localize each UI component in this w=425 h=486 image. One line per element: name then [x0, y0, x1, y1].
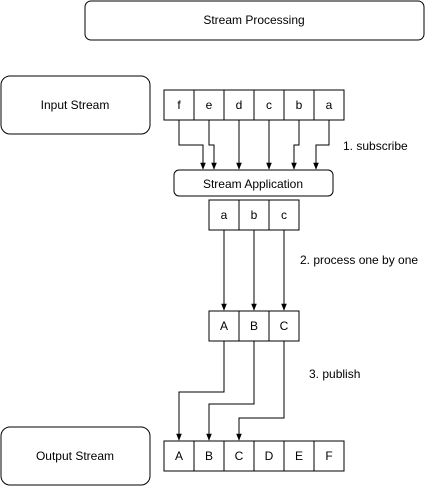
input-stream-node: Input Stream [0, 75, 151, 135]
output-stream-label: Output Stream [36, 449, 114, 463]
input-cell-box [253, 89, 285, 121]
buffer-cell-label: a [221, 208, 228, 222]
output-cell: C [223, 440, 255, 472]
input-cell: c [253, 89, 285, 121]
input-cell-label: a [326, 98, 333, 112]
buffer-cell: c [268, 199, 300, 231]
output-cell: B [193, 440, 225, 472]
stream-application-node: Stream Application [173, 169, 334, 197]
output-cell-label: D [265, 449, 274, 463]
input-cell: b [283, 89, 315, 121]
subscribe-arrow-e [208, 120, 217, 170]
input-cell: a [313, 89, 345, 121]
stream-application-label: Stream Application [203, 177, 303, 191]
output-cell-label: A [175, 449, 183, 463]
input-cell-label: e [206, 98, 213, 112]
output-stream-cells: A B C D E F [163, 440, 345, 472]
publish-arrow-b [206, 341, 255, 441]
step-process-label: 2. process one by one [300, 253, 418, 267]
buffer-cells: a b c [208, 199, 300, 231]
input-cell-label: c [266, 98, 272, 112]
output-cell-box [193, 440, 225, 472]
output-cell: D [253, 440, 285, 472]
input-stream-box [0, 75, 151, 135]
stream-application-box [173, 169, 334, 197]
output-cell-box [313, 440, 345, 472]
buffer-cell-box [208, 199, 240, 231]
buffer-cell: b [238, 199, 270, 231]
publish-arrows [176, 341, 285, 441]
input-stream-label: Input Stream [41, 98, 110, 112]
buffer-cell-label: c [281, 208, 287, 222]
output-cell: F [313, 440, 345, 472]
processed-cell: B [238, 310, 270, 342]
input-cell-box [313, 89, 345, 121]
step-publish-label: 3. publish [309, 367, 360, 381]
title-label: Stream Processing [203, 13, 304, 27]
publish-arrow-c [236, 341, 285, 441]
input-cell: d [223, 89, 255, 121]
output-cell-label: E [295, 449, 303, 463]
subscribe-arrow-b [291, 120, 300, 170]
process-arrows [221, 230, 287, 311]
processed-cell-label: C [280, 319, 289, 333]
output-cell: E [283, 440, 315, 472]
input-cell-label: d [236, 98, 243, 112]
processed-cell: A [208, 310, 240, 342]
input-cell-label: b [296, 98, 303, 112]
buffer-cell: a [208, 199, 240, 231]
output-cell-label: F [325, 449, 332, 463]
subscribe-arrow-f [178, 120, 206, 170]
output-cell-box [223, 440, 255, 472]
output-cell: A [163, 440, 195, 472]
processed-cells: A B C [208, 310, 300, 342]
publish-arrow-a [176, 341, 225, 441]
subscribe-arrows [178, 120, 330, 170]
output-cell-box [163, 440, 195, 472]
input-cell: f [163, 89, 195, 121]
output-stream-node: Output Stream [0, 426, 151, 486]
input-cell-label: f [177, 98, 181, 112]
step-subscribe-label: 1. subscribe [343, 139, 408, 153]
output-stream-box [0, 426, 151, 486]
title-node: Stream Processing [84, 0, 425, 41]
processed-cell-label: A [220, 319, 228, 333]
processed-cell: C [268, 310, 300, 342]
output-cell-box [253, 440, 285, 472]
buffer-cell-label: b [251, 208, 258, 222]
subscribe-arrow-a [313, 120, 330, 170]
input-cell-box [193, 89, 225, 121]
output-cell-box [283, 440, 315, 472]
output-cell-label: C [235, 449, 244, 463]
output-cell-label: B [205, 449, 213, 463]
input-cell: e [193, 89, 225, 121]
processed-cell-label: B [250, 319, 258, 333]
title-box [84, 0, 425, 41]
buffer-cell-box [268, 199, 300, 231]
processed-cell-box [208, 310, 240, 342]
